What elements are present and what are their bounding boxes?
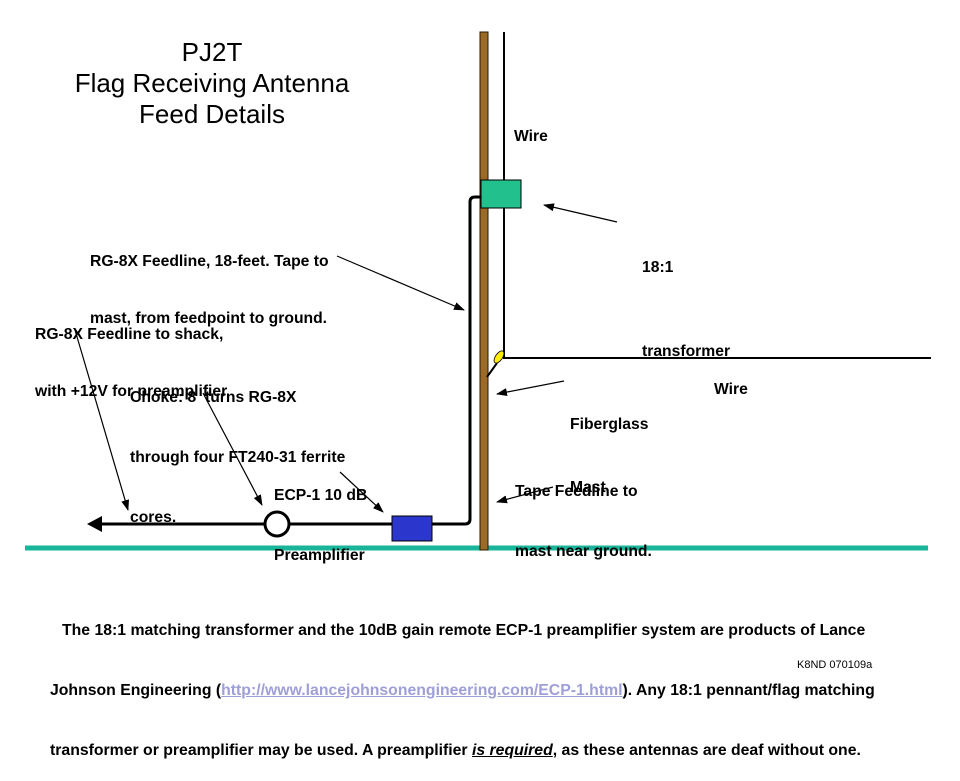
title-line: Feed Details	[139, 99, 285, 129]
fiberglass-mast-label: Fiberglass Mast	[570, 372, 648, 519]
arrow-choke	[202, 392, 263, 506]
label-line: mast near ground.	[515, 543, 652, 560]
label-line: RG-8X Feedline to shack,	[35, 326, 224, 343]
footnote-line: transformer or preamplifier may be used.…	[50, 741, 875, 761]
footnote-line: The 18:1 matching transformer and the 10…	[62, 622, 866, 639]
label-line: Tape Feedline to	[515, 483, 638, 500]
emphasis-text: is required	[471, 742, 553, 759]
insulator-tie	[486, 362, 498, 378]
label-line: 18:1	[642, 259, 674, 276]
insulator	[493, 350, 505, 364]
choke-label: Choke: 8 turns RG-8X through four FT240-…	[130, 348, 345, 548]
label-line: cores.	[130, 509, 177, 526]
ground-line	[25, 545, 928, 551]
label-line: Mast	[570, 479, 606, 496]
label-line: Wire	[714, 381, 748, 398]
arrow-tape-feedline	[496, 486, 554, 504]
feedline-18ft-label: RG-8X Feedline, 18-feet. Tape to mast, f…	[90, 214, 329, 347]
antenna-feed-diagram	[25, 31, 931, 551]
feedline-to-ground	[432, 195, 481, 526]
tape-feedline-label: Tape Feedline to mast near ground.	[515, 442, 652, 582]
diagram-title: PJ2T Flag Receiving Antenna Feed Details	[62, 37, 362, 130]
label-line: transformer	[642, 343, 731, 360]
wire-label-horizontal: Wire	[714, 340, 748, 420]
label-line: Choke: 8 turns RG-8X	[130, 389, 297, 406]
footnote-text: Johnson Engineering (	[50, 682, 222, 699]
arrow-fiberglass-mast	[496, 380, 565, 397]
label-line: RG-8X Feedline, 18-feet. Tape to	[90, 253, 329, 270]
transformer-box	[480, 179, 522, 209]
label-line: ECP-1 10 dB	[274, 487, 368, 504]
arrow-feedline-18ft	[336, 255, 465, 311]
engineering-link[interactable]: http://www.lancejohnsonengineering.com/E…	[221, 682, 623, 699]
preamplifier-box	[391, 515, 433, 542]
arrow-transformer	[543, 203, 618, 223]
footnote-text: , as these antennas are deaf without one…	[552, 742, 861, 759]
label-line: Fiberglass	[570, 416, 649, 433]
footnote-text: transformer or preamplifier may be used.…	[50, 742, 472, 759]
preamplifier-label: ECP-1 10 dB Preamplifier	[274, 446, 367, 586]
shack-arrowhead	[87, 516, 102, 532]
feedline-shack-label: RG-8X Feedline to shack, with +12V for p…	[35, 287, 227, 420]
label-line: through four FT240-31 ferrite	[130, 449, 346, 466]
label-line: Preamplifier	[274, 547, 365, 564]
label-line: mast, from feedpoint to ground.	[90, 310, 328, 327]
document-id: K8ND 070109a	[797, 659, 873, 671]
wire-label-top: Wire	[514, 87, 548, 167]
fiberglass-mast	[479, 31, 489, 551]
footnote-line: Johnson Engineering (http://www.lancejoh…	[50, 681, 875, 701]
title-line: Flag Receiving Antenna	[74, 68, 350, 98]
arrow-feedline-shack	[74, 329, 130, 511]
label-line: Wire	[514, 128, 548, 145]
label-line: with +12V for preamplifier	[35, 383, 228, 400]
footnote-paragraph: The 18:1 matching transformer and the 10…	[50, 581, 875, 781]
title-line: PJ2T	[181, 37, 243, 67]
transformer-label: 18:1 transformer	[642, 198, 730, 394]
footnote-text: ). Any 18:1 pennant/flag matching	[622, 682, 875, 699]
choke-circle	[263, 510, 291, 538]
arrow-preamplifier	[339, 471, 384, 513]
